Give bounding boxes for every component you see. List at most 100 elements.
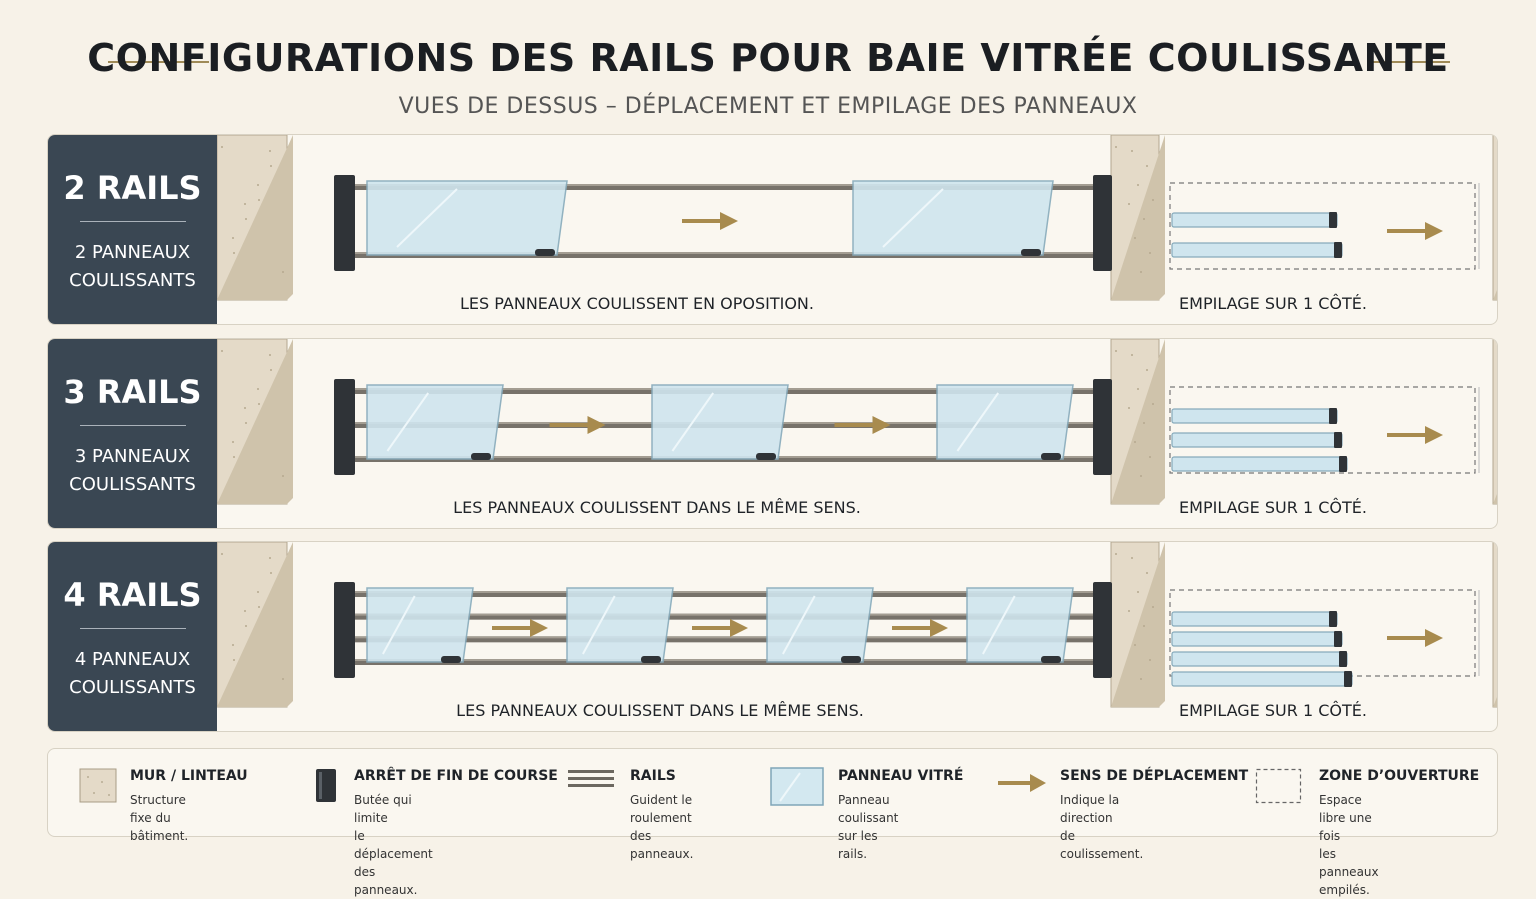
stacked-panel xyxy=(1171,212,1338,228)
glass-panel xyxy=(766,587,874,663)
wall-block xyxy=(1492,339,1497,505)
config-row-3-rails: 3 RAILS 3 PANNEAUX COULISSANTS LES PANNE… xyxy=(47,338,1498,529)
glass-panel xyxy=(936,384,1074,460)
label-divider xyxy=(80,221,186,222)
stacked-stop xyxy=(1329,611,1337,627)
opening-zone xyxy=(1169,386,1476,474)
legend-title: ZONE D’OUVERTURE xyxy=(1319,768,1480,784)
stacked-stop xyxy=(1334,631,1342,647)
rails-icon xyxy=(568,770,614,787)
rail xyxy=(355,591,1093,597)
opening-zone xyxy=(1169,182,1476,270)
legend-desc: Guident le roulement des panneaux. xyxy=(630,793,694,861)
glass-panel xyxy=(566,587,674,663)
legend-desc: Butée qui limite le déplacement des pann… xyxy=(354,793,433,897)
arrow-right-icon xyxy=(998,774,1046,792)
legend-desc: Espace libre une fois les panneaux empil… xyxy=(1319,793,1379,897)
stacked-panel xyxy=(1171,456,1348,472)
arrow-right-icon xyxy=(834,416,891,434)
rail-highlight xyxy=(355,591,1093,593)
rails-count-label: 2 RAILS xyxy=(63,169,202,207)
panel-handle xyxy=(1041,656,1061,663)
stacked-panel xyxy=(1171,671,1353,687)
glass-panel xyxy=(366,384,504,460)
wall-block xyxy=(217,339,293,505)
stacked-stop xyxy=(1329,212,1337,228)
glass-panel xyxy=(651,384,789,460)
end-stop xyxy=(1093,379,1112,475)
legend-title: RAILS xyxy=(630,768,676,784)
panel-handle xyxy=(1021,249,1041,256)
rail-highlight xyxy=(355,613,1093,616)
end-stop xyxy=(334,175,355,271)
arrow-right-icon xyxy=(692,619,748,637)
arrow-right-icon xyxy=(1387,222,1443,240)
stacked-panel xyxy=(1171,651,1348,667)
stacked-stop xyxy=(1329,408,1337,424)
stacked-stop xyxy=(1339,456,1347,472)
glass-panel xyxy=(366,180,568,256)
panel-handle xyxy=(471,453,491,460)
stacked-stop xyxy=(1334,432,1342,448)
stacked-panel xyxy=(1171,432,1343,448)
row-label: 3 RAILS 3 PANNEAUX COULISSANTS xyxy=(48,339,217,528)
rail-highlight xyxy=(355,184,1093,186)
end-stop xyxy=(334,379,355,475)
label-divider xyxy=(80,628,186,629)
top-view-diagram xyxy=(217,339,1497,505)
panels-count-label: 4 PANNEAUX COULISSANTS xyxy=(69,649,196,698)
stacked-stop xyxy=(1344,671,1352,687)
page-subtitle: VUES DE DESSUS – DÉPLACEMENT ET EMPILAGE… xyxy=(398,94,1138,119)
stacked-panel xyxy=(1171,242,1343,258)
title-rule-right xyxy=(1370,61,1450,63)
rail xyxy=(355,659,1093,665)
header: CONFIGURATIONS DES RAILS POUR BAIE VITRÉ… xyxy=(0,0,1536,130)
rail-highlight xyxy=(355,636,1093,639)
panel-handle xyxy=(841,656,861,663)
config-row-4-rails: 4 RAILS 4 PANNEAUX COULISSANTS LES PANNE… xyxy=(47,541,1498,732)
row-label: 4 RAILS 4 PANNEAUX COULISSANTS xyxy=(48,542,217,731)
movement-caption: LES PANNEAUX COULISSENT DANS LE MÊME SEN… xyxy=(456,701,864,720)
wall-block xyxy=(217,135,293,301)
stacked-stop xyxy=(1339,651,1347,667)
wall-block xyxy=(217,542,293,708)
legend-desc: Structure fixe du bâtiment. xyxy=(130,793,189,843)
stacking-caption: EMPILAGE SUR 1 CÔTÉ. xyxy=(1179,294,1367,313)
glass-panel xyxy=(852,180,1054,256)
rail xyxy=(355,252,1093,258)
top-view-diagram xyxy=(217,542,1497,708)
panel-handle xyxy=(535,249,555,256)
glass-panel-icon xyxy=(770,767,824,806)
stacked-panel xyxy=(1171,631,1343,647)
rail xyxy=(355,184,1093,190)
legend-title: PANNEAU VITRÉ xyxy=(838,768,964,784)
arrow-right-icon xyxy=(492,619,548,637)
wall-block xyxy=(1492,135,1497,301)
end-stop xyxy=(1093,175,1112,271)
panels-count-label: 2 PANNEAUX COULISSANTS xyxy=(69,242,196,291)
rail-highlight xyxy=(355,659,1093,661)
stacking-caption: EMPILAGE SUR 1 CÔTÉ. xyxy=(1179,701,1367,720)
dashed-zone-icon xyxy=(1255,768,1302,804)
page-title: CONFIGURATIONS DES RAILS POUR BAIE VITRÉ… xyxy=(87,36,1449,80)
row-label: 2 RAILS 2 PANNEAUX COULISSANTS xyxy=(48,135,217,324)
stacked-stop xyxy=(1334,242,1342,258)
stacking-caption: EMPILAGE SUR 1 CÔTÉ. xyxy=(1179,498,1367,517)
end-stop xyxy=(334,582,355,678)
glass-panel xyxy=(966,587,1074,663)
stacked-panel xyxy=(1171,611,1338,627)
legend-title: MUR / LINTEAU xyxy=(130,768,248,784)
panel-handle xyxy=(1041,453,1061,460)
legend: MUR / LINTEAU Structure fixe du bâtiment… xyxy=(47,748,1498,897)
legend-desc: Indique la direction de coulissement. xyxy=(1060,793,1144,861)
movement-caption: LES PANNEAUX COULISSENT EN OPOSITION. xyxy=(460,294,814,313)
panel-handle xyxy=(441,656,461,663)
wall-block xyxy=(1110,339,1165,505)
rails-count-label: 4 RAILS xyxy=(63,576,202,614)
arrow-right-icon xyxy=(1387,426,1443,444)
arrow-right-icon xyxy=(549,416,606,434)
movement-caption: LES PANNEAUX COULISSENT DANS LE MÊME SEN… xyxy=(453,498,861,517)
panels-count-label: 3 PANNEAUX COULISSANTS xyxy=(69,446,196,495)
panel-handle xyxy=(756,453,776,460)
wall-block xyxy=(1110,135,1165,301)
